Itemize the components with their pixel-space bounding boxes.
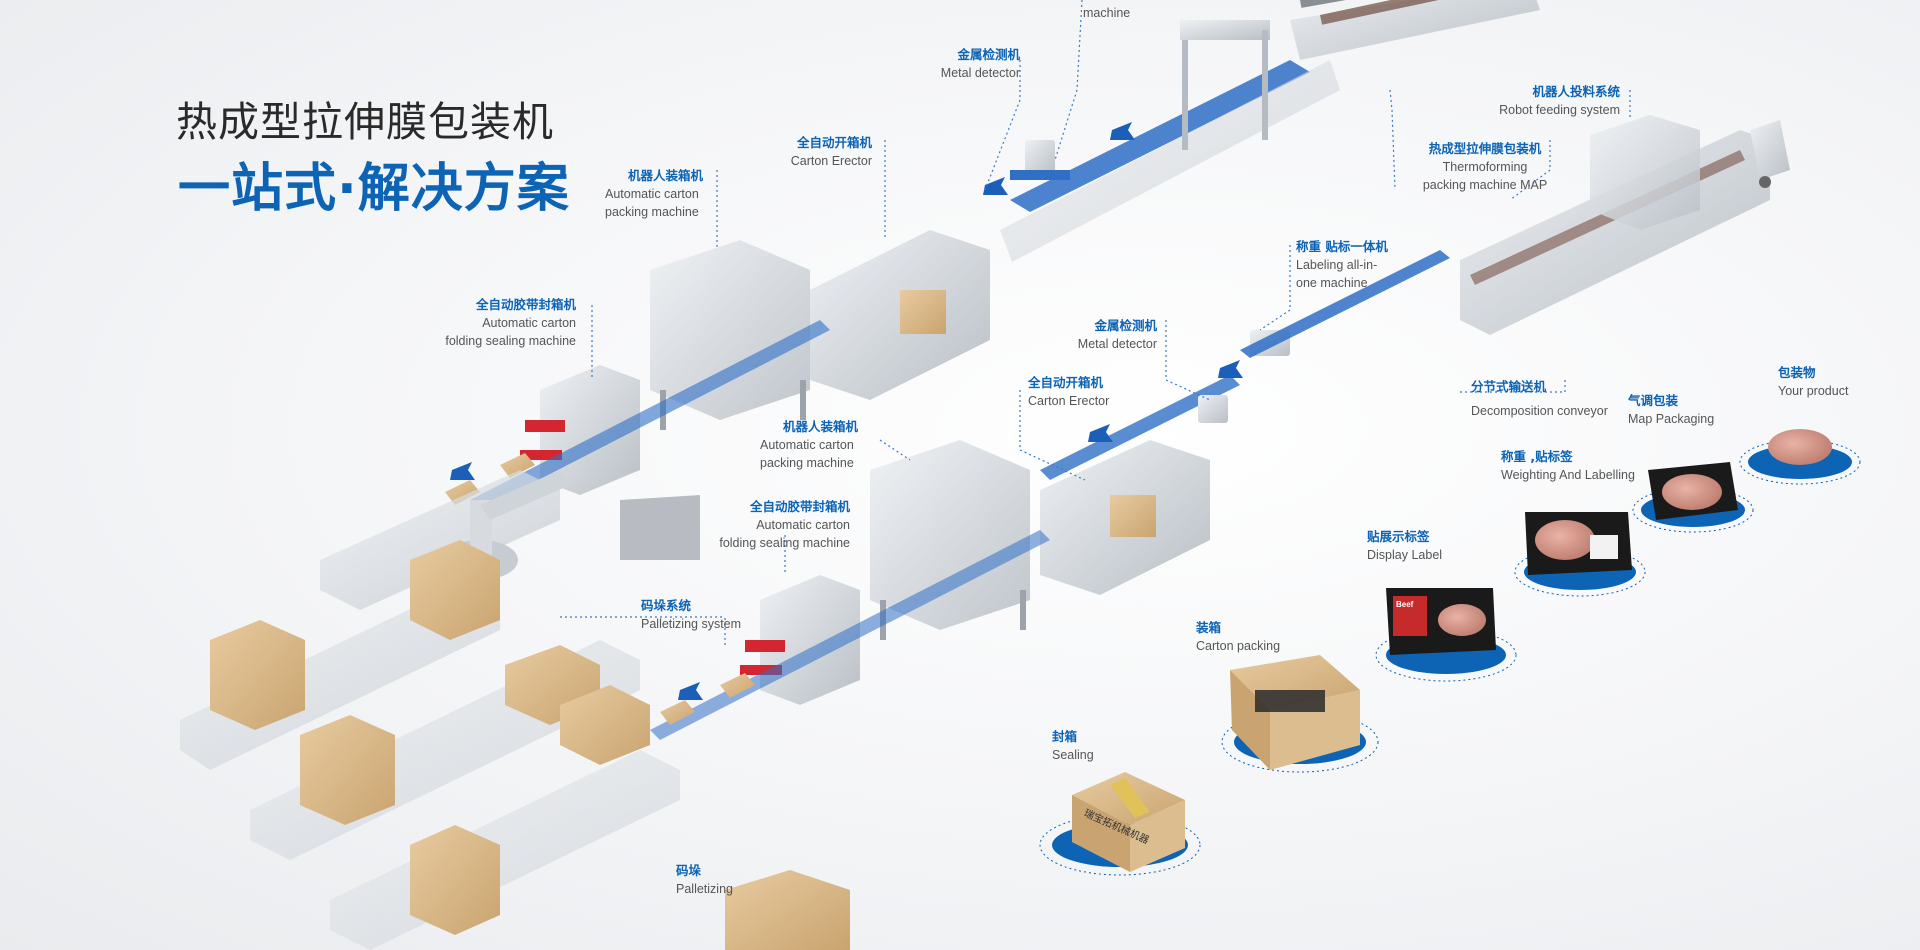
step-label-weighting-labelling: 称重 ,贴标签 Weighting And Labelling bbox=[1501, 449, 1635, 482]
label-thermoforming: 热成型拉伸膜包装机 Thermoforming packing machine … bbox=[1422, 141, 1548, 192]
leader-lines bbox=[560, 0, 1631, 648]
label-decomposition-conveyor: 分节式输送机 Decomposition conveyor bbox=[1471, 379, 1608, 418]
step-map-packaging bbox=[1632, 462, 1754, 533]
step-sealing bbox=[1039, 772, 1201, 876]
carton-erector-top bbox=[810, 230, 990, 400]
step-label-sealing: 封箱 Sealing bbox=[1052, 729, 1094, 762]
page-title: 热成型拉伸膜包装机 bbox=[176, 98, 554, 146]
step-carton-packing bbox=[1221, 655, 1379, 773]
label-top-machine: machine bbox=[1083, 6, 1131, 20]
palletizing-area bbox=[180, 470, 850, 950]
frame-top bbox=[1180, 20, 1270, 150]
step-display-label bbox=[1375, 588, 1517, 682]
thermoforming-machine-top bbox=[1290, 0, 1540, 60]
label-palletizing-system: 码垛系统 Palletizing system bbox=[641, 598, 742, 631]
packaging-steps bbox=[1039, 429, 1861, 876]
label-metal-detector-mid: 金属检测机 Metal detector bbox=[1077, 318, 1157, 351]
right-line bbox=[1240, 115, 1790, 358]
metal-detector-mid bbox=[1198, 395, 1228, 423]
step-weighting-labelling bbox=[1514, 512, 1646, 597]
pallet-stacks bbox=[210, 540, 850, 950]
label-robot-packer-mid: 机器人装箱机 Automatic carton packing machine bbox=[760, 419, 859, 470]
upper-line bbox=[445, 0, 1540, 510]
carton-erector-mid bbox=[1040, 440, 1210, 595]
robot-feeding-cell bbox=[1590, 115, 1700, 230]
label-sealer-mid: 全自动胶带封箱机 Automatic carton folding sealin… bbox=[719, 499, 850, 550]
top-line-cartons bbox=[445, 453, 535, 505]
tray-label-text: Beef bbox=[1396, 600, 1414, 609]
label-metal-detector-top: 金属检测机 Metal detector bbox=[940, 47, 1020, 80]
labeling-machine bbox=[1240, 250, 1450, 358]
middle-line bbox=[650, 375, 1240, 740]
page-subtitle: 一站式·解决方案 bbox=[178, 159, 570, 219]
metal-detector-top bbox=[1010, 140, 1070, 180]
step-label-product: 包装物 Your product bbox=[1778, 365, 1849, 398]
label-robot-feeding: 机器人投料系统 Robot feeding system bbox=[1499, 84, 1620, 117]
step-label-display-label: 贴展示标签 Display Label bbox=[1367, 529, 1443, 562]
label-sealer-top: 全自动胶带封箱机 Automatic carton folding sealin… bbox=[445, 297, 576, 348]
label-carton-erector-top: 全自动开箱机 Carton Erector bbox=[790, 135, 872, 168]
label-carton-erector-mid: 全自动开箱机 Carton Erector bbox=[1028, 375, 1110, 408]
step-label-carton-packing: 装箱 Carton packing bbox=[1196, 620, 1281, 653]
label-robot-packer-top: 机器人装箱机 Automatic carton packing machine bbox=[605, 168, 704, 219]
flow-arrows bbox=[450, 122, 1243, 700]
step-label-map-packaging: 气调包装 Map Packaging bbox=[1628, 393, 1715, 426]
step-label-palletizing: 码垛 Palletizing bbox=[676, 863, 733, 896]
label-labeling-all-in-one: 称重 贴标一体机 Labeling all-in- one machine bbox=[1296, 239, 1388, 290]
step-product bbox=[1739, 429, 1861, 485]
